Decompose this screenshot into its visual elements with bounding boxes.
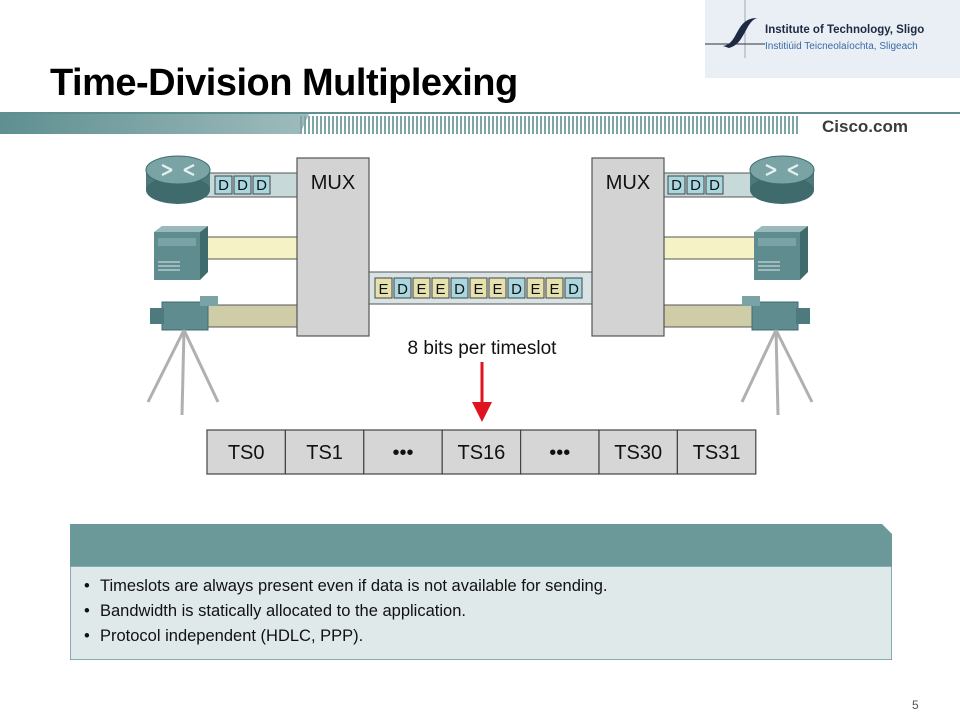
- server-icon: [154, 226, 208, 280]
- timeslot-label: •••: [392, 442, 413, 464]
- timeslot-label: TS0: [228, 442, 265, 464]
- timeslot-cell: [206, 429, 287, 475]
- swoosh-icon: [723, 18, 757, 48]
- right-server-line: [661, 236, 763, 260]
- left-frame-letter: D: [237, 177, 248, 194]
- right-frame-cell: [705, 175, 724, 195]
- left-frame-cell: [214, 175, 233, 195]
- right-frame-cell: [667, 175, 686, 195]
- timeslot-label: TS31: [693, 442, 741, 464]
- trunk-frame-letter: E: [378, 281, 388, 298]
- left-camera-line: [199, 304, 301, 328]
- left-server-line: [199, 236, 301, 260]
- timeslot-cell: [519, 429, 600, 475]
- note-item: Timeslots are always present even if dat…: [84, 574, 608, 599]
- trunk-frame-letter: E: [416, 281, 426, 298]
- right-mux: [591, 157, 665, 337]
- header-bar-stripes: [300, 116, 800, 134]
- trunk-frame-letter: D: [397, 281, 408, 298]
- arrow-down-icon: [472, 402, 492, 422]
- trunk-frame-cell: [564, 277, 583, 299]
- trunk-frame-letter: D: [454, 281, 465, 298]
- trunk-frame-cell: [488, 277, 507, 299]
- timeslot-label: TS30: [614, 442, 662, 464]
- timeslot-row: TS0 TS1 ••• TS16 ••• TS30 TS31: [206, 429, 757, 475]
- timeslot-label: TS16: [457, 442, 505, 464]
- institute-name: Institute of Technology, Sligo: [765, 24, 924, 36]
- timeslot-caption: 8 bits per timeslot: [408, 338, 558, 359]
- cisco-com-label: Cisco.com: [822, 117, 908, 136]
- trunk-frame-letter: E: [473, 281, 483, 298]
- right-frame-cell: [686, 175, 705, 195]
- timeslot-cell: [676, 429, 757, 475]
- right-camera-line: [661, 304, 763, 328]
- timeslot-cell: [441, 429, 522, 475]
- video-camera-icon: [740, 296, 814, 416]
- trunk-frame-letter: E: [530, 281, 540, 298]
- trunk-frame-cell: [431, 277, 450, 299]
- trunk-frame-letter: E: [492, 281, 502, 298]
- note-item: Protocol independent (HDLC, PPP).: [84, 624, 608, 649]
- header-bar-solid: [0, 112, 310, 134]
- trunk-frame-cell: [393, 277, 412, 299]
- note-item: Bandwidth is statically allocated to the…: [84, 599, 608, 624]
- left-mux-label: MUX: [311, 172, 355, 194]
- trunk-frame-cell: [507, 277, 526, 299]
- header-bar: Cisco.com: [0, 112, 960, 136]
- right-mux-label: MUX: [606, 172, 650, 194]
- timeslot-cell: [363, 429, 443, 475]
- institute-logo: Institute of Technology, Sligo Institiúi…: [705, 0, 960, 78]
- trunk-frame-cell: [450, 277, 469, 299]
- trunk-frame-cell: [412, 277, 431, 299]
- institute-logo-graphic: Institute of Technology, Sligo Institiúi…: [705, 0, 924, 58]
- page-number: 5: [912, 698, 919, 712]
- left-frame-letter: D: [256, 177, 267, 194]
- right-frame-letter: D: [690, 177, 701, 194]
- trunk-frame-letter: E: [549, 281, 559, 298]
- server-icon: [754, 226, 808, 280]
- trunk-frame-cell: [374, 277, 393, 299]
- trunk-frame-letter: D: [511, 281, 522, 298]
- notes-list: Timeslots are always present even if dat…: [84, 574, 608, 649]
- notes-panel-header: [70, 524, 892, 566]
- video-camera-icon: [146, 296, 220, 416]
- trunk-frame-cell: [545, 277, 564, 299]
- router-icon: [145, 155, 211, 204]
- trunk-frame-letter: E: [435, 281, 445, 298]
- timeslot-label: TS1: [306, 442, 343, 464]
- left-frame-letter: D: [218, 177, 229, 194]
- right-frame-letter: D: [709, 177, 720, 194]
- institute-name-irish: Institiúid Teicneolaíochta, Sligeach: [765, 41, 918, 52]
- page-title: Time-Division Multiplexing: [50, 62, 518, 104]
- trunk-frame-cell: [526, 277, 545, 299]
- timeslot-cell: [598, 429, 679, 475]
- trunk-frame-cell: [469, 277, 488, 299]
- header-bar-top-line: [0, 112, 960, 114]
- router-icon: [749, 155, 815, 204]
- timeslot-label: •••: [549, 442, 570, 464]
- left-frame-cell: [233, 175, 252, 195]
- right-frame-letter: D: [671, 177, 682, 194]
- trunk-frame-letter: D: [568, 281, 579, 298]
- left-mux: [296, 157, 370, 337]
- left-frame-cell: [252, 175, 271, 195]
